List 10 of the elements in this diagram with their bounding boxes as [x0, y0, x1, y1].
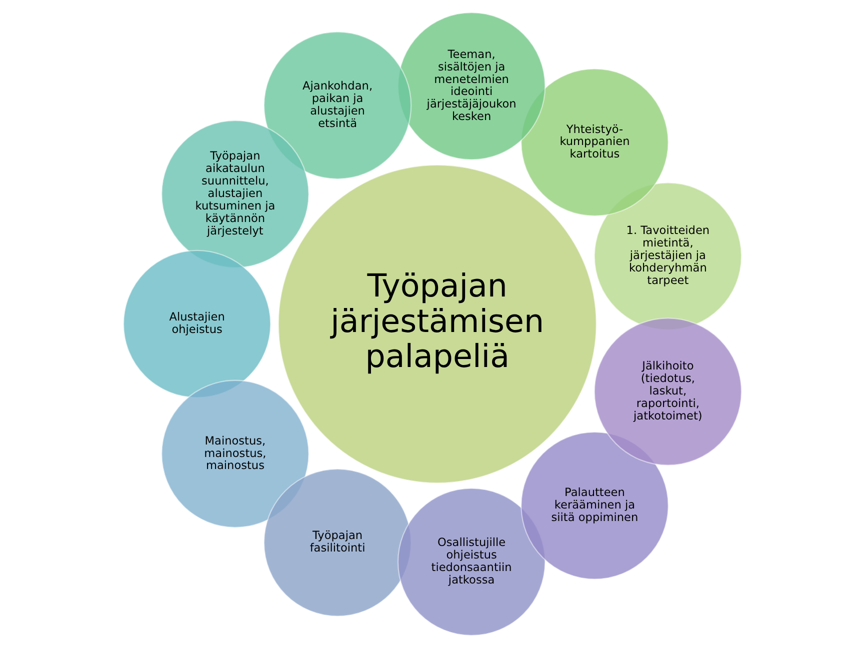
node-circle: Ajankohdan, paikan ja alustajien etsintä	[262, 31, 412, 180]
node-circle: Työpajan aikataulun suunnittelu, alustajien kutsuminen ja käytännön järjestelyt	[160, 120, 309, 268]
node-circle: Jälkihoito (tiedotus, laskut, raportointi, jatkotoimet)	[593, 318, 742, 466]
node-circle: Mainostus, mainostus, mainostus	[160, 380, 309, 528]
node-circle: Työpajan fasilitointi	[262, 468, 412, 617]
node-circle: Alustajien ohjeistus	[122, 250, 271, 398]
node-circle: Osallistujille ohjeistus tiedonsaantiin jatkossa	[396, 488, 546, 636]
node-circle: Työpajan järjestämisen palapeliä	[277, 164, 596, 484]
node-circle: Yhteistyö- kumppanien kartoitus	[520, 68, 668, 216]
node-circle: Palautteen kerääminen ja siitä oppiminen	[520, 432, 668, 580]
